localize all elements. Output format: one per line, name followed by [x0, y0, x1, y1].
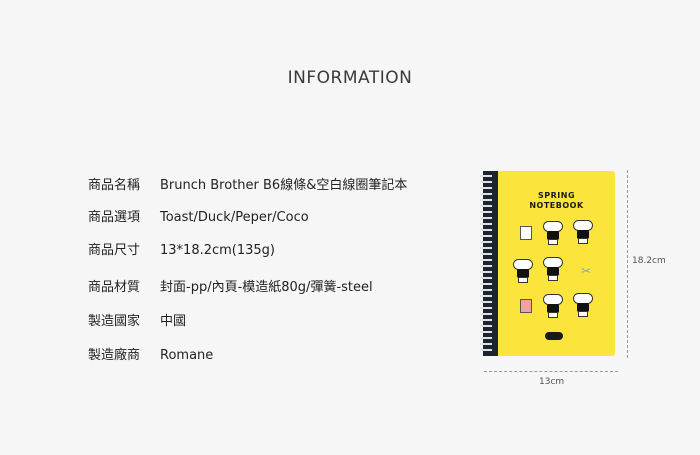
scissors-icon: ✂: [581, 264, 592, 278]
spec-value: Romane: [160, 348, 214, 363]
book-icon: [520, 299, 532, 313]
spec-label: 製造國家: [88, 314, 141, 329]
spec-label: 製造廠商: [88, 348, 141, 363]
spec-value: 封面-pp/內頁-模造紙80g/彈簧-steel: [160, 280, 373, 295]
spec-label: 商品材質: [88, 280, 141, 295]
spec-value: Brunch Brother B6線條&空白線圈筆記本: [160, 178, 408, 193]
spec-label: 商品名稱: [88, 178, 141, 193]
bear-illustration: [513, 259, 533, 283]
bear-illustration: [543, 294, 563, 318]
bear-illustration: [543, 257, 563, 281]
pencil-cup-icon: [520, 226, 532, 240]
spec-value: 13*18.2cm(135g): [160, 243, 276, 258]
bear-illustration: [573, 293, 593, 317]
height-dimension-line: [627, 170, 628, 358]
spec-label: 商品尺寸: [88, 243, 141, 258]
brand-logo-badge: [545, 332, 563, 340]
spec-row-options: 商品選項 Toast/Duck/Peper/Coco: [88, 206, 309, 225]
spec-row-material: 商品材質 封面-pp/內頁-模造紙80g/彈簧-steel: [88, 276, 373, 295]
width-dimension-line: [484, 371, 618, 372]
spec-row-country: 製造國家 中國: [88, 310, 186, 329]
spec-row-size: 商品尺寸 13*18.2cm(135g): [88, 239, 275, 258]
spec-value: 中國: [160, 314, 187, 329]
spec-row-manufacturer: 製造廠商 Romane: [88, 344, 213, 363]
bear-illustration: [543, 221, 563, 245]
height-label: 18.2cm: [632, 256, 666, 266]
spiral-rings: [480, 175, 492, 353]
bear-illustration: [573, 220, 593, 244]
spec-row-name: 商品名稱 Brunch Brother B6線條&空白線圈筆記本: [88, 174, 407, 193]
width-label: 13cm: [539, 377, 565, 387]
section-title: INFORMATION: [287, 68, 413, 88]
spec-value: Toast/Duck/Peper/Coco: [160, 210, 309, 225]
spec-label: 商品選項: [88, 210, 141, 225]
